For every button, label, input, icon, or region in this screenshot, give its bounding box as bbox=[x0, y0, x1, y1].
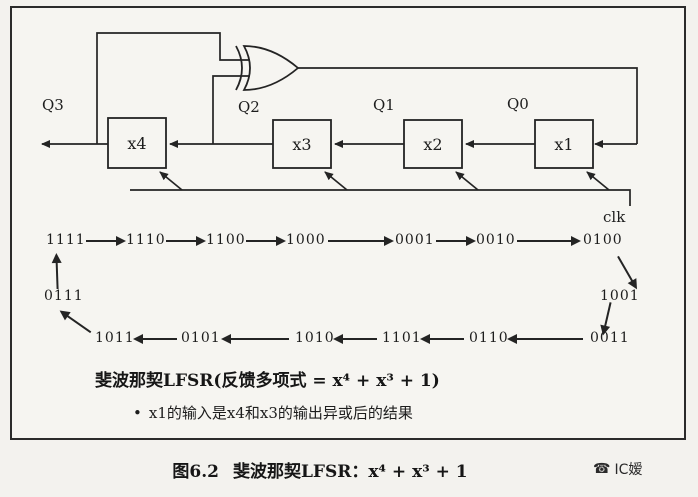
register-x1 bbox=[534, 119, 594, 169]
arrow-right-icon bbox=[246, 236, 286, 246]
state-value: 1001 bbox=[600, 288, 640, 304]
state-value: 1111 bbox=[46, 232, 86, 248]
note-bullet-row: • x1的输入是x4和x3的输出异或后的结果 bbox=[133, 402, 413, 423]
arrow-left-icon bbox=[133, 334, 177, 344]
figure-caption: 图6.2 斐波那契LFSR：x⁴ + x³ + 1 bbox=[120, 457, 520, 482]
clock-bus-wire bbox=[130, 189, 631, 206]
lfsr-circuit-diagram: x4 x3 x2 x1 Q3 Q2 Q1 Q0 clk bbox=[41, 32, 638, 226]
state-value: 1101 bbox=[382, 330, 422, 346]
arrow-right-icon bbox=[517, 236, 581, 246]
state-value: 0100 bbox=[583, 232, 623, 248]
watermark: ☎ IC嫒 bbox=[593, 459, 642, 479]
diagram-frame bbox=[10, 6, 686, 440]
signal-label-q0: Q0 bbox=[507, 95, 529, 113]
state-value: 0001 bbox=[395, 232, 435, 248]
signal-label-q1: Q1 bbox=[373, 96, 395, 114]
clock-label: clk bbox=[603, 208, 626, 226]
clock-arrow-x1 bbox=[586, 171, 610, 191]
signal-label-q2: Q2 bbox=[238, 98, 260, 116]
state-value: 0111 bbox=[44, 288, 84, 304]
state-value: 1011 bbox=[95, 330, 135, 346]
megaphone-icon: ☎ bbox=[593, 461, 611, 477]
register-label-x4: x4 bbox=[127, 134, 146, 153]
note-text: x1的输入是x4和x3的输出异或后的结果 bbox=[148, 404, 413, 422]
state-value: 0101 bbox=[181, 330, 221, 346]
state-value: 0110 bbox=[469, 330, 509, 346]
arrow-right-icon bbox=[436, 236, 476, 246]
figure-number: 图6.2 bbox=[172, 462, 219, 482]
state-value: 1010 bbox=[295, 330, 335, 346]
xor-gate-back-arc bbox=[235, 45, 243, 91]
state-value: 1000 bbox=[286, 232, 326, 248]
xor-output-wire bbox=[298, 67, 638, 144]
register-label-x1: x1 bbox=[554, 135, 573, 154]
watermark-text: IC嫒 bbox=[614, 462, 643, 478]
feedback-wire-q3 bbox=[96, 32, 250, 144]
arrow-right-icon bbox=[328, 236, 394, 246]
figure-title: 斐波那契LFSR：x⁴ + x³ + 1 bbox=[232, 462, 468, 482]
register-x2 bbox=[403, 119, 463, 169]
xor-gate-icon bbox=[242, 45, 300, 91]
feedback-polynomial-heading: 斐波那契LFSR(反馈多项式 = x⁴ + x³ + 1) bbox=[95, 371, 440, 391]
arrow-left-icon bbox=[507, 334, 583, 344]
register-x3 bbox=[272, 119, 332, 169]
clock-arrow-x4 bbox=[159, 171, 183, 191]
clock-arrow-x3 bbox=[324, 171, 348, 191]
feedback-wire-q2 bbox=[212, 75, 250, 144]
state-value: 0010 bbox=[476, 232, 516, 248]
bullet-icon: • bbox=[133, 404, 142, 422]
arrow-left-icon bbox=[420, 334, 464, 344]
arrow-left-icon bbox=[333, 334, 377, 344]
register-label-x3: x3 bbox=[292, 135, 311, 154]
register-x4 bbox=[107, 117, 167, 169]
state-value: 1110 bbox=[126, 232, 166, 248]
arrow-right-icon bbox=[86, 236, 126, 246]
state-value: 1100 bbox=[206, 232, 246, 248]
state-value: 0011 bbox=[590, 330, 630, 346]
clock-arrow-x2 bbox=[455, 171, 479, 191]
register-label-x2: x2 bbox=[423, 135, 442, 154]
arrow-right-icon bbox=[166, 236, 206, 246]
signal-label-q3: Q3 bbox=[42, 96, 64, 114]
arrow-left-icon bbox=[221, 334, 289, 344]
